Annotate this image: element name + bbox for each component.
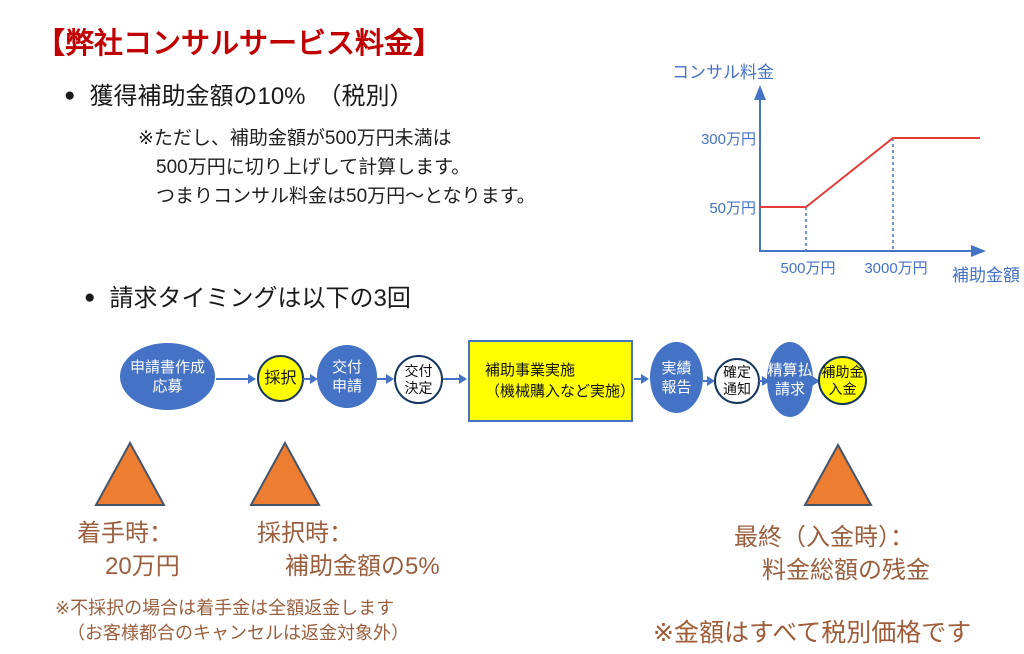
- fee-bullet-row: ● 獲得補助金額の10% （税別）: [64, 76, 414, 111]
- flow-step-settlement-request: 精算払 請求: [767, 342, 813, 417]
- flow-step-subsidy-deposit: 補助金 入金: [818, 356, 867, 405]
- refund-note-line: （お客様都合のキャンセルは返金対象外）: [67, 623, 409, 643]
- payment-label-line: 20万円: [105, 553, 180, 580]
- bullet-icon: ●: [84, 287, 96, 308]
- refund-note-line: ※不採択の場合は着手金は全額返金します: [55, 598, 395, 618]
- flow-step-label: 確定: [723, 364, 751, 380]
- payment-label-line: 補助金額の5%: [285, 553, 440, 580]
- flow-arrow-icon: [377, 373, 394, 385]
- payment-triangle-icon: [93, 440, 167, 513]
- payment-label-start: 着手時： 20万円: [77, 517, 180, 583]
- flow-arrow-icon: [443, 373, 467, 385]
- fee-note: ※ただし、補助金額が500万円未満は 500万円に切り上げして計算します。 つま…: [138, 124, 536, 211]
- y-tick-50: 50万円: [709, 200, 756, 217]
- flow-step-label: 補助事業実施: [485, 362, 576, 379]
- flow-step-confirmation-notice: 確定 通知: [714, 358, 760, 404]
- x-axis-arrow-icon: [971, 245, 986, 257]
- flow-arrow-icon: [810, 375, 820, 387]
- flow-step-application: 申請書作成 応募: [120, 343, 215, 410]
- flow-arrow-icon: [703, 375, 715, 387]
- fee-note-line: つまりコンサル料金は50万円〜となります。: [156, 186, 536, 207]
- payment-label-adoption: 採択時： 補助金額の5%: [257, 517, 440, 583]
- payment-label-line: 着手時：: [77, 520, 173, 547]
- flow-arrow-icon: [216, 373, 256, 385]
- flow-step-label: 通知: [723, 381, 751, 397]
- payment-label-line: 料金総額の残金: [762, 557, 930, 584]
- flow-step-label: 決定: [404, 379, 433, 396]
- page-title: 【弊社コンサルサービス料金】: [36, 28, 443, 60]
- x-tick-3000: 3000万円: [864, 260, 927, 277]
- fee-chart: コンサル料金 300万円 50万円 500万円 3000万円 補助金額: [660, 55, 1024, 290]
- fee-note-line: 500万円に切り上げして計算します。: [156, 157, 471, 178]
- flow-step-label: 精算払: [767, 361, 813, 379]
- flow-step-label: 申請書作成: [129, 358, 205, 376]
- y-tick-300: 300万円: [701, 131, 756, 148]
- y-axis-label: コンサル料金: [672, 63, 774, 82]
- flow-step-results-report: 実績 報告: [650, 342, 703, 413]
- payment-triangle-icon: [802, 442, 874, 513]
- payment-label-line: 最終（入金時）：: [734, 524, 914, 551]
- billing-bullet-text: 請求タイミングは以下の3回: [109, 285, 411, 312]
- flow-step-label: 報告: [661, 378, 692, 396]
- flow-step-grant-decision: 交付 決定: [394, 355, 443, 404]
- x-axis-label: 補助金額: [952, 266, 1020, 285]
- flow-step-label: 交付: [404, 362, 433, 379]
- flow-step-label: 応募: [152, 377, 183, 395]
- flow-step-label: 採択: [264, 369, 297, 387]
- payment-label-line: 採択時：: [257, 520, 353, 547]
- fee-note-line: ※ただし、補助金額が500万円未満は: [138, 128, 452, 149]
- flow-step-label: 実績: [661, 359, 692, 377]
- x-tick-500: 500万円: [780, 260, 835, 277]
- bullet-icon: ●: [64, 85, 76, 106]
- fee-chart-svg: コンサル料金 300万円 50万円 500万円 3000万円 補助金額: [672, 63, 1020, 285]
- flow-step-label: 入金: [828, 380, 857, 397]
- y-axis-arrow-icon: [754, 85, 766, 100]
- flow-step-label: 申請: [331, 377, 362, 395]
- fee-line: [760, 137, 980, 208]
- tax-note: ※金額はすべて税別価格です: [653, 619, 972, 647]
- flow-arrow-icon: [759, 375, 770, 387]
- flow-step-label: 請求: [774, 380, 805, 398]
- flow-arrow-icon: [634, 373, 649, 385]
- payment-label-final: 最終（入金時）： 料金総額の残金: [734, 521, 930, 587]
- payment-triangle-icon: [248, 440, 322, 513]
- flow-step-project-execution: 補助事業実施 （機械購入など実施）: [468, 340, 636, 422]
- flow-step-label: （機械購入など実施）: [485, 383, 636, 400]
- flow-step-grant-application: 交付 申請: [317, 345, 377, 408]
- flow-arrow-icon: [303, 373, 318, 385]
- refund-note: ※不採択の場合は着手金は全額返金します （お客様都合のキャンセルは返金対象外）: [55, 596, 409, 646]
- flow-step-label: 交付: [331, 358, 362, 376]
- billing-bullet-row: ● 請求タイミングは以下の3回: [84, 278, 411, 313]
- flow-step-adoption: 採択: [257, 355, 304, 402]
- fee-bullet-text: 獲得補助金額の10% （税別）: [89, 83, 414, 110]
- flow-step-label: 補助金: [821, 363, 864, 380]
